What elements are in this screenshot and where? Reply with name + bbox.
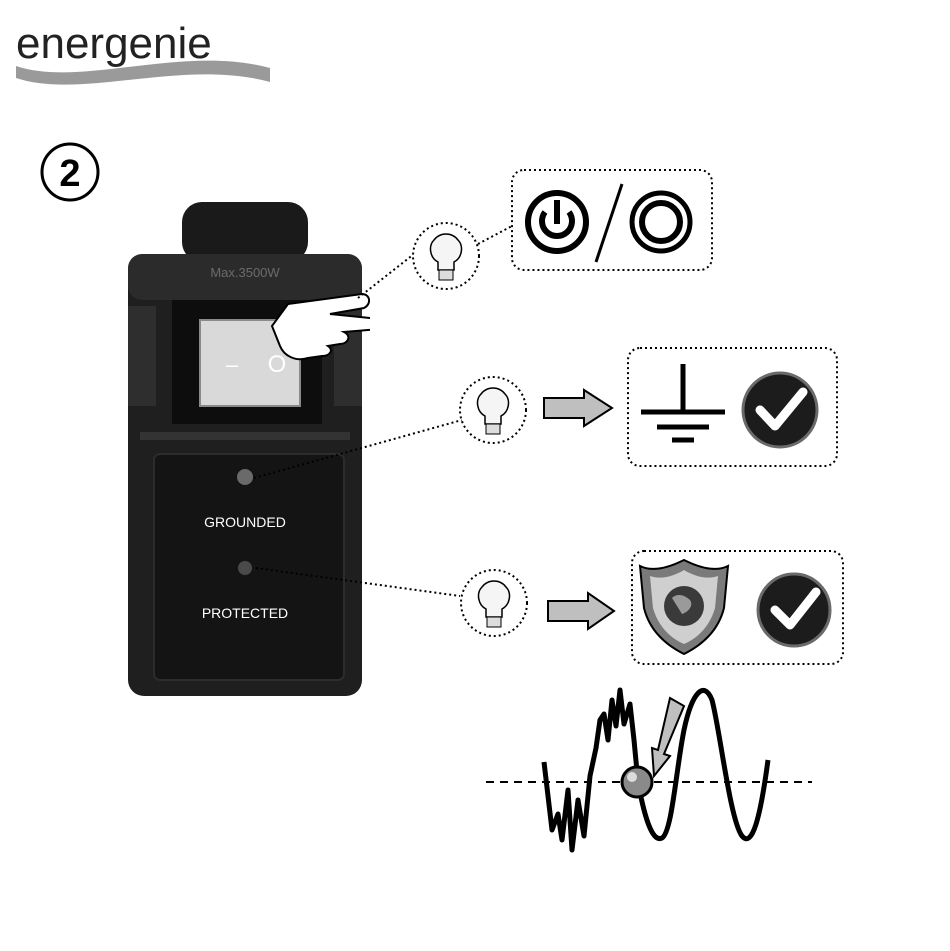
leader-line-power xyxy=(478,226,512,244)
check-mark-icon xyxy=(758,574,830,646)
surge-waveform-icon xyxy=(470,670,830,870)
check-mark-icon xyxy=(743,373,817,447)
leader-line-switch xyxy=(358,254,414,298)
right-arrow-icon xyxy=(548,593,614,629)
lightbulb-icon xyxy=(413,223,479,289)
surge-point-marker xyxy=(622,767,652,797)
right-arrow-icon xyxy=(544,390,612,426)
lightbulb-icon xyxy=(461,570,527,636)
leader-line-grounded xyxy=(254,420,462,478)
leader-line-protected xyxy=(256,568,460,596)
lightbulb-icon xyxy=(460,377,526,443)
